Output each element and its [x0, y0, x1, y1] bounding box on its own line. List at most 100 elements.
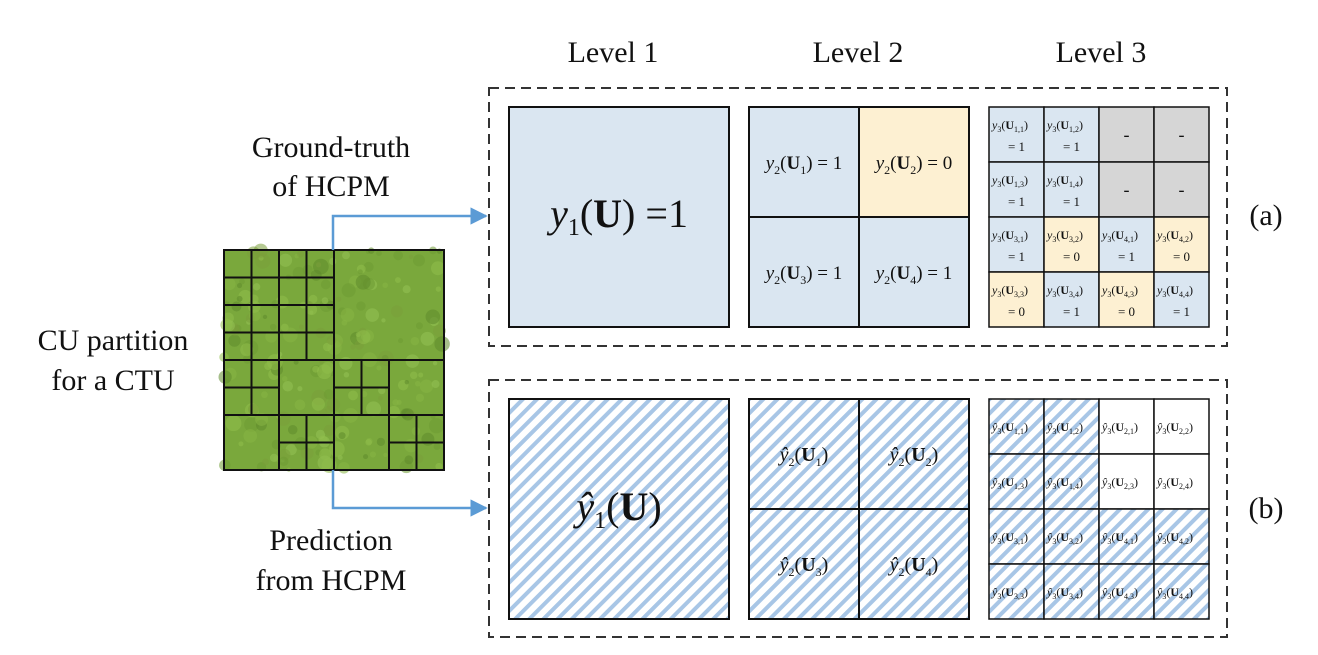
grass-speckle	[408, 254, 414, 260]
grass-speckle	[225, 415, 242, 432]
pred-level-3-grid: ŷ3(U1,1)ŷ3(U1,2)ŷ3(U2,1)ŷ3(U2,2)ŷ3(U1,3)…	[988, 398, 1210, 620]
gt-level-3-cell	[1043, 216, 1100, 273]
grass-speckle	[262, 458, 269, 466]
level-3-header: Level 3	[1056, 36, 1147, 69]
grass-speckle	[412, 254, 425, 267]
grass-speckle	[369, 451, 377, 458]
grass-speckle	[341, 283, 356, 298]
grass-speckle	[329, 411, 341, 423]
grass-speckle	[220, 318, 233, 332]
panel-a-label: (a)	[1249, 199, 1282, 232]
grass-speckle	[363, 261, 374, 272]
pred-level-3-symbol: ŷ3(U4,1)	[1101, 530, 1138, 546]
pred-level-1-equation: ŷ1(U)	[572, 484, 661, 534]
gt-level-3-empty-mark: -	[1179, 125, 1185, 145]
grass-speckle	[338, 461, 350, 474]
pred-level-2-cell	[748, 398, 860, 510]
gt-level-3-cell	[1153, 161, 1210, 218]
ctu-partition-image	[218, 243, 450, 474]
grass-speckle	[366, 401, 382, 417]
grass-speckle	[336, 296, 342, 302]
gt-level-3-empty-mark: -	[1124, 180, 1130, 200]
gt-level-3-empty-mark: -	[1124, 125, 1130, 145]
gt-level-1-cell: y1(U) =1	[508, 106, 730, 328]
gt-level-3-value: = 1	[1063, 194, 1080, 209]
gt-level-3-label: y3(U3,3)	[991, 283, 1028, 299]
ctu-partition-grid	[223, 249, 445, 471]
grass-speckle	[390, 305, 403, 318]
grass-speckle	[329, 257, 337, 266]
level-2-header: Level 2	[813, 36, 904, 69]
grass-speckle	[340, 308, 355, 322]
gt-level-3-value: = 0	[1118, 304, 1135, 319]
grass-speckle	[329, 441, 345, 457]
grass-speckle	[240, 343, 254, 357]
grass-speckle	[266, 354, 283, 370]
grass-speckle	[378, 387, 386, 395]
grass-speckle	[358, 279, 363, 284]
ground-truth-label-line2: of HCPM	[272, 170, 390, 203]
gt-level-3-label: y3(U4,2)	[1156, 228, 1193, 244]
grass-speckle	[355, 274, 371, 290]
grass-speckle	[246, 246, 260, 260]
arrow-to-prediction	[331, 470, 488, 517]
pred-level-3-cell	[1153, 398, 1210, 455]
pred-level-2-symbol: ŷ2(U2)	[888, 444, 939, 469]
grass-speckle	[323, 389, 334, 400]
grass-speckle	[247, 403, 260, 415]
grass-speckle	[262, 314, 268, 320]
pred-level-2-cell	[748, 508, 860, 620]
pred-level-3-cell	[1043, 398, 1100, 455]
grass-speckle	[398, 338, 404, 344]
grass-speckle	[381, 318, 386, 323]
pred-level-3-symbol: ŷ3(U1,1)	[991, 420, 1028, 436]
cu-partition-label-line2: for a CTU	[51, 364, 175, 397]
grass-speckle	[243, 429, 258, 443]
gt-level-3-label: y3(U3,4)	[1046, 283, 1083, 299]
gt-level-3-grid: y3(U1,1)= 1y3(U1,2)= 1--y3(U1,3)= 1y3(U1…	[988, 106, 1210, 328]
panel-a-border	[488, 87, 1228, 347]
pred-level-3-symbol: ŷ3(U1,3)	[991, 475, 1028, 491]
grass-speckle	[231, 301, 242, 312]
pred-level-2-symbol: ŷ2(U3)	[778, 554, 829, 579]
grass-speckle	[432, 360, 438, 366]
gt-level-3-value: = 1	[1008, 139, 1025, 154]
grass-speckle	[218, 370, 232, 384]
grass-speckle	[302, 264, 313, 276]
arrow-to-ground-truth	[331, 207, 488, 250]
pred-level-3-cell	[1153, 453, 1210, 510]
pred-level-3-cell	[1153, 563, 1210, 620]
pred-level-3-symbol: ŷ3(U2,2)	[1156, 420, 1193, 436]
grass-speckle	[253, 283, 261, 291]
gt-level-3-cell	[1043, 161, 1100, 218]
gt-level-2-cell	[858, 216, 970, 328]
panel-b-label: (b)	[1249, 492, 1284, 525]
grass-speckle	[321, 361, 334, 374]
pred-level-3-cell	[1043, 563, 1100, 620]
pred-level-3-symbol: ŷ3(U2,1)	[1101, 420, 1138, 436]
grass-speckle	[297, 250, 305, 258]
gt-level-2-equation: y2(U1) = 1	[764, 153, 843, 177]
gt-level-3-value: = 1	[1118, 249, 1135, 264]
grass-speckle	[415, 393, 425, 402]
grass-speckle	[415, 322, 423, 330]
grass-speckle	[421, 432, 435, 446]
gt-level-3-empty-mark: -	[1179, 180, 1185, 200]
grass-speckle	[342, 251, 350, 260]
gt-level-3-label: y3(U3,1)	[991, 228, 1028, 244]
grass-speckle	[420, 331, 435, 346]
grass-speckle	[383, 452, 388, 458]
grass-speckle	[419, 379, 434, 393]
gt-level-1-equation: y1(U) =1	[546, 191, 688, 241]
grass-speckle	[363, 454, 369, 460]
pred-level-3-symbol: ŷ3(U3,3)	[991, 585, 1028, 601]
grass-speckle	[322, 342, 332, 352]
prediction-label-line1: Prediction	[269, 524, 392, 557]
grass-speckle	[244, 417, 259, 432]
gt-level-2-equation: y2(U4) = 1	[874, 263, 953, 287]
gt-level-3-label: y3(U1,1)	[991, 118, 1028, 134]
grass-speckle	[292, 266, 305, 280]
grass-speckle	[282, 375, 288, 382]
gt-level-3-label: y3(U4,3)	[1101, 283, 1138, 299]
